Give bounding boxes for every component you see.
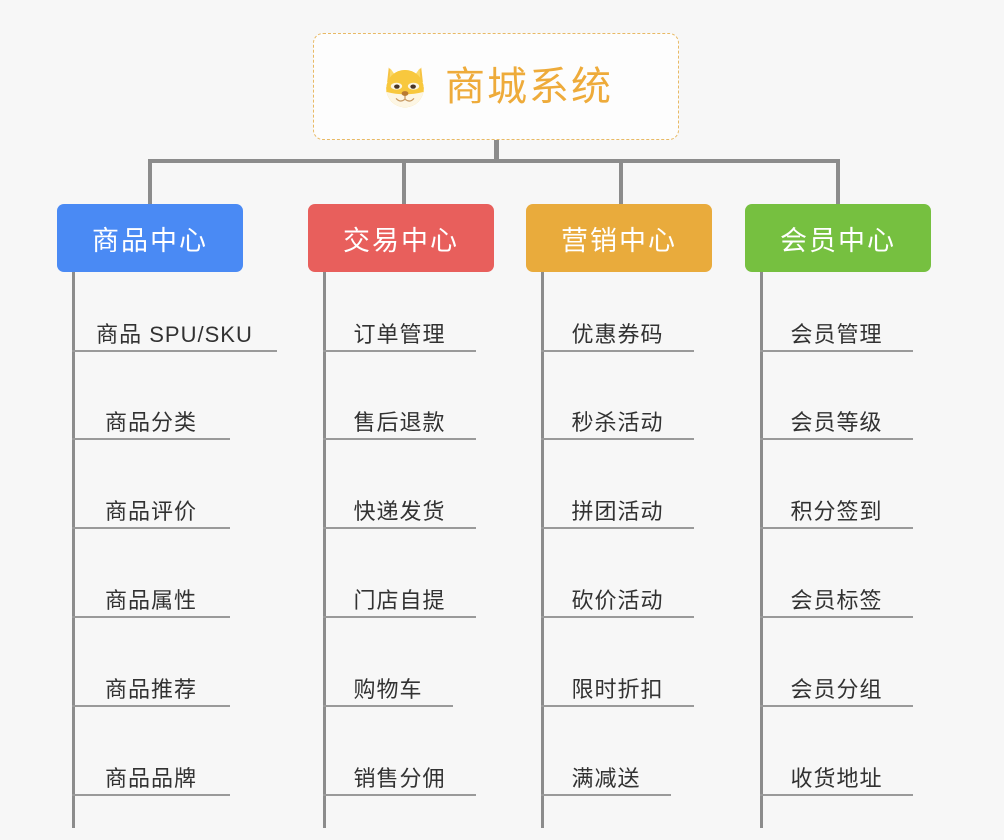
column-spine (541, 272, 544, 828)
connector-root-stem (494, 140, 499, 162)
leaf-item[interactable]: 销售分佣 (323, 746, 476, 796)
leaf-item[interactable]: 砍价活动 (541, 568, 694, 618)
leaf-item[interactable]: 门店自提 (323, 568, 476, 618)
leaf-label: 会员等级 (790, 409, 883, 435)
leaf-label: 快递发货 (353, 498, 446, 524)
leaf-label: 商品 SPU/SKU (96, 321, 253, 347)
leaf-item[interactable]: 商品推荐 (72, 657, 230, 707)
leaf-label: 秒杀活动 (571, 409, 664, 435)
leaf-item[interactable]: 售后退款 (323, 390, 476, 440)
category-header-product-center[interactable]: 商品中心 (57, 204, 243, 272)
category-header-member-center[interactable]: 会员中心 (745, 204, 931, 272)
leaf-label: 积分签到 (790, 498, 883, 524)
category-header-marketing-center[interactable]: 营销中心 (526, 204, 712, 272)
connector-drop-2 (402, 159, 406, 209)
connector-drop-4 (836, 159, 840, 209)
leaf-label: 会员分组 (790, 676, 883, 702)
leaf-item[interactable]: 秒杀活动 (541, 390, 694, 440)
leaf-label: 商品推荐 (104, 676, 197, 702)
leaf-label: 优惠券码 (571, 321, 664, 347)
leaf-item[interactable]: 积分签到 (760, 479, 913, 529)
leaf-item[interactable]: 商品 SPU/SKU (72, 302, 277, 352)
leaf-label: 砍价活动 (571, 587, 664, 613)
leaf-label: 订单管理 (353, 321, 446, 347)
shiba-dog-emoji (386, 67, 424, 107)
leaf-item[interactable]: 快递发货 (323, 479, 476, 529)
leaf-label: 收货地址 (790, 765, 883, 791)
leaf-item[interactable]: 订单管理 (323, 302, 476, 352)
leaf-item[interactable]: 收货地址 (760, 746, 913, 796)
leaf-item[interactable]: 会员分组 (760, 657, 913, 707)
leaf-label: 商品评价 (104, 498, 197, 524)
leaf-item[interactable]: 购物车 (323, 657, 453, 707)
category-header-label: 交易中心 (343, 225, 459, 256)
category-header-label: 会员中心 (780, 225, 896, 256)
leaf-label: 商品品牌 (104, 765, 197, 791)
connector-drop-1 (148, 159, 152, 209)
leaf-item[interactable]: 限时折扣 (541, 657, 694, 707)
leaf-label: 商品分类 (104, 409, 197, 435)
root-node[interactable]: 商城系统 (313, 33, 679, 140)
leaf-label: 满减送 (571, 765, 641, 791)
leaf-item[interactable]: 优惠券码 (541, 302, 694, 352)
leaf-label: 限时折扣 (571, 676, 664, 702)
category-header-label: 商品中心 (92, 225, 208, 256)
leaf-label: 商品属性 (104, 587, 197, 613)
leaf-item[interactable]: 会员管理 (760, 302, 913, 352)
leaf-item[interactable]: 商品品牌 (72, 746, 230, 796)
connector-horizontal-bus (149, 159, 839, 163)
root-title: 商城系统 (445, 64, 613, 109)
leaf-label: 售后退款 (353, 409, 446, 435)
leaf-item[interactable]: 会员标签 (760, 568, 913, 618)
leaf-item[interactable]: 商品分类 (72, 390, 230, 440)
leaf-label: 会员标签 (790, 587, 883, 613)
connector-drop-3 (619, 159, 623, 209)
leaf-item[interactable]: 会员等级 (760, 390, 913, 440)
leaf-item[interactable]: 商品属性 (72, 568, 230, 618)
leaf-label: 会员管理 (790, 321, 883, 347)
category-header-trade-center[interactable]: 交易中心 (308, 204, 494, 272)
leaf-label: 拼团活动 (571, 498, 664, 524)
column-spine (323, 272, 326, 828)
leaf-label: 门店自提 (353, 587, 446, 613)
leaf-label: 购物车 (353, 676, 423, 702)
leaf-item[interactable]: 拼团活动 (541, 479, 694, 529)
category-header-label: 营销中心 (561, 225, 677, 256)
leaf-label: 销售分佣 (353, 765, 446, 791)
column-spine (72, 272, 75, 828)
column-spine (760, 272, 763, 828)
leaf-item[interactable]: 商品评价 (72, 479, 230, 529)
leaf-item[interactable]: 满减送 (541, 746, 671, 796)
